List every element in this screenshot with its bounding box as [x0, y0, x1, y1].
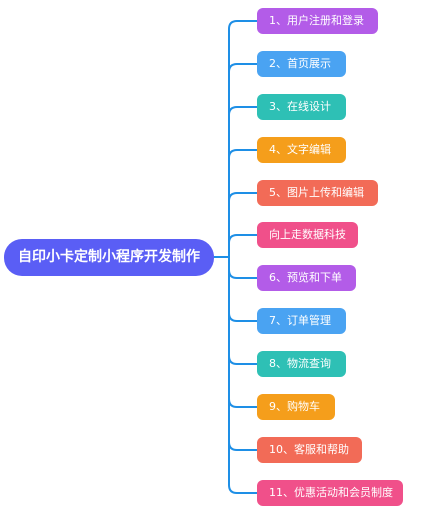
- branch-node[interactable]: 3、在线设计: [257, 94, 346, 120]
- branch-connector: [228, 257, 257, 451]
- branch-node[interactable]: 4、文字编辑: [257, 137, 346, 163]
- branch-node[interactable]: 2、首页展示: [257, 51, 346, 77]
- root-node[interactable]: 自印小卡定制小程序开发制作: [4, 239, 214, 276]
- branch-connector: [228, 257, 257, 494]
- branch-connector: [228, 257, 257, 408]
- branch-connector: [228, 257, 257, 279]
- branch-connector: [228, 20, 257, 257]
- branch-node[interactable]: 10、客服和帮助: [257, 437, 362, 463]
- branch-connector: [228, 234, 257, 257]
- branch-connector: [228, 63, 257, 257]
- branch-node[interactable]: 5、图片上传和编辑: [257, 180, 378, 206]
- branch-connector: [228, 106, 257, 257]
- branch-node[interactable]: 11、优惠活动和会员制度: [257, 480, 403, 506]
- branch-node[interactable]: 7、订单管理: [257, 308, 346, 334]
- branch-connector: [228, 149, 257, 257]
- branch-connector: [228, 192, 257, 257]
- branch-node[interactable]: 9、购物车: [257, 394, 335, 420]
- branch-connector: [228, 257, 257, 322]
- branch-connector: [228, 257, 257, 365]
- branch-node[interactable]: 1、用户注册和登录: [257, 8, 378, 34]
- branch-node[interactable]: 6、预览和下单: [257, 265, 356, 291]
- branch-node[interactable]: 向上走数据科技: [257, 222, 358, 248]
- branch-node[interactable]: 8、物流查询: [257, 351, 346, 377]
